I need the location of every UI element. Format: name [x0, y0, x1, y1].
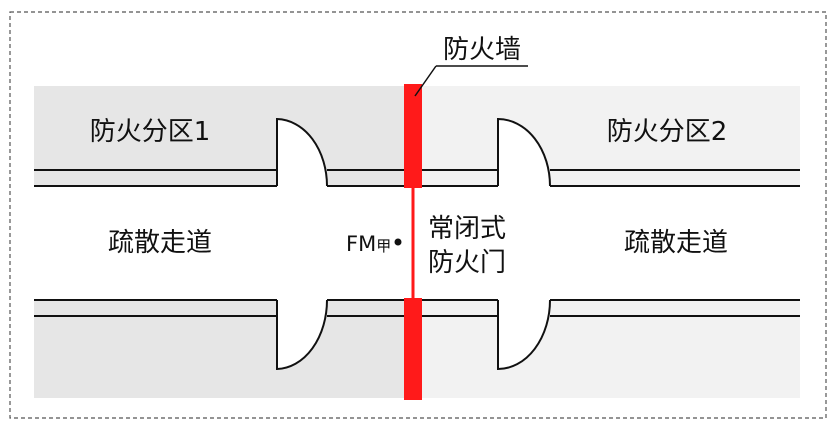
upper-wall: [34, 169, 800, 187]
door-swing-left-top: [276, 117, 328, 187]
zone-left-label: 防火分区1: [90, 117, 211, 147]
door-swing-right-bottom: [497, 299, 551, 371]
door-swing-right-top: [497, 117, 551, 187]
door-code-sub: 甲: [376, 237, 391, 255]
zone-right-label: 防火分区2: [607, 117, 728, 147]
firewall-bar-bottom: [404, 298, 422, 400]
corridor-right-label: 疏散走道: [624, 228, 728, 258]
outer-dashed-border: [9, 11, 827, 419]
door-code-label: FM甲: [346, 232, 391, 256]
door-type-line2: 防火门: [428, 248, 506, 278]
fire-door-marker-dot: [394, 238, 402, 246]
corridor-left-band: [34, 186, 408, 300]
lower-wall: [34, 299, 800, 317]
firewall-label: 防火墙: [443, 35, 521, 65]
door-swing-left-bottom: [276, 299, 328, 371]
firewall-leader: [414, 65, 528, 97]
door-code-main: FM: [346, 232, 376, 256]
firewall-bar-top: [404, 84, 422, 188]
door-type-line1: 常闭式: [428, 214, 506, 244]
corridor-right-band: [422, 186, 800, 300]
corridor-left-label: 疏散走道: [108, 228, 212, 258]
